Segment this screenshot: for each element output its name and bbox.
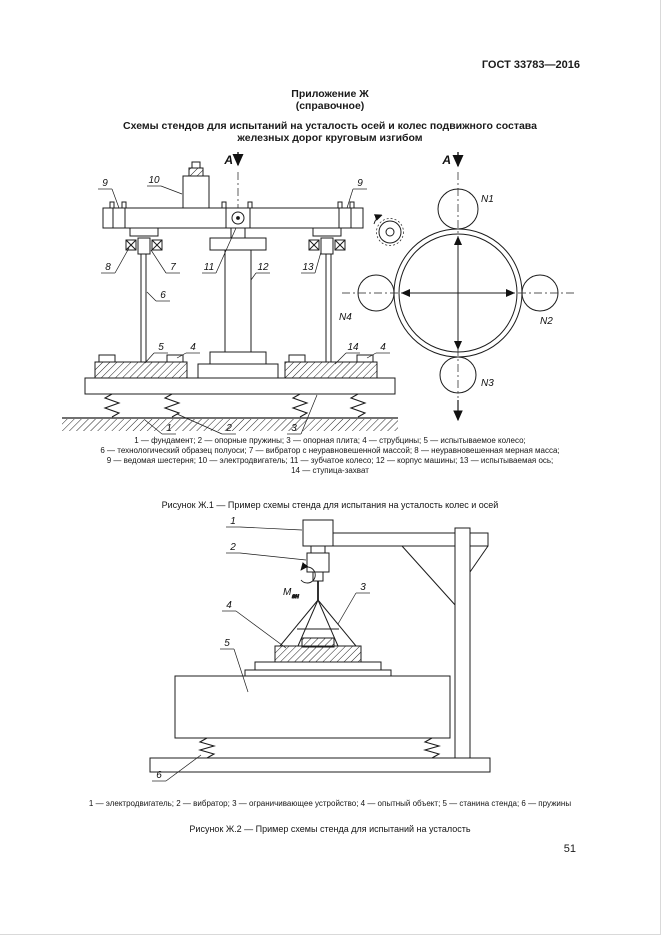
vibrator-assembly-left bbox=[125, 227, 163, 362]
support-plate bbox=[84, 377, 396, 395]
page-number: 51 bbox=[563, 843, 576, 855]
callout-7: 7 bbox=[170, 262, 176, 273]
callout-4-left: 4 bbox=[190, 342, 196, 353]
figure2-caption: Рисунок Ж.2 — Пример схемы стенда для ис… bbox=[189, 824, 471, 834]
callout-1: 1 bbox=[230, 516, 236, 527]
load-roller-n4 bbox=[357, 274, 395, 312]
callout-10: 10 bbox=[148, 175, 160, 186]
view-a-label: А bbox=[441, 153, 451, 167]
figure1-diagram: А bbox=[62, 152, 574, 435]
vibrator-body bbox=[306, 552, 330, 573]
foundation bbox=[62, 417, 398, 431]
legend-line: 9 — ведомая шестерня; 10 — электродвигат… bbox=[106, 456, 554, 465]
callout-2: 2 bbox=[229, 542, 236, 553]
legend-line: 14 — ступица-захват bbox=[291, 466, 369, 475]
torque-arrow bbox=[300, 562, 316, 584]
support-springs bbox=[103, 393, 367, 418]
callout-2: 2 bbox=[225, 423, 232, 434]
electric-motor bbox=[182, 161, 210, 209]
test-object bbox=[274, 637, 362, 663]
appendix-subtitle: (справочное) bbox=[295, 100, 365, 112]
load-roller-n2 bbox=[521, 274, 559, 312]
legend-line: 6 — технологический образец полуоси; 7 —… bbox=[100, 446, 560, 455]
section-a-label: А bbox=[223, 153, 233, 167]
stand-springs bbox=[197, 737, 442, 759]
callout-4: 4 bbox=[226, 600, 232, 611]
callout-9-left: 9 bbox=[102, 178, 108, 189]
wheel-view-a bbox=[342, 152, 574, 422]
figure1-leaders bbox=[98, 185, 390, 435]
motor-body bbox=[302, 519, 334, 547]
test-wheel-right bbox=[284, 354, 378, 379]
load-roller-n1 bbox=[437, 188, 479, 230]
callout-5: 5 bbox=[158, 342, 164, 353]
callout-4-right: 4 bbox=[380, 342, 386, 353]
load-roller-n3 bbox=[439, 356, 477, 394]
appendix-title: Приложение Ж bbox=[291, 88, 369, 100]
callout-3: 3 bbox=[360, 582, 366, 593]
bearing-assembly-right bbox=[308, 227, 346, 362]
motor-vibrator-stack bbox=[302, 519, 334, 600]
callout-3: 3 bbox=[291, 423, 297, 434]
section-title: Схемы стендов для испытаний на усталость… bbox=[0, 120, 660, 144]
callout-5: 5 bbox=[224, 638, 230, 649]
figure1-legend: 1 — фундамент; 2 — опорные пружины; 3 — … bbox=[0, 436, 660, 476]
drive-gear bbox=[373, 214, 404, 246]
callout-8: 8 bbox=[105, 262, 111, 273]
callout-11: 11 bbox=[204, 262, 214, 273]
figure2-diagram: 1 2 3 4 5 6 М вн bbox=[149, 516, 491, 782]
figure2-legend: 1 — электродвигатель; 2 — вибратор; 3 — … bbox=[88, 799, 572, 808]
callout-6: 6 bbox=[156, 770, 162, 781]
label-n4: N4 bbox=[339, 312, 352, 323]
limiting-device bbox=[279, 599, 357, 647]
legend-line: 1 — фундамент; 2 — опорные пружины; 3 — … bbox=[134, 436, 526, 445]
doc-code: ГОСТ 33783—2016 bbox=[481, 59, 580, 71]
section-title-line2: железных дорог круговым изгибом bbox=[237, 132, 423, 144]
label-n2: N2 bbox=[540, 316, 553, 327]
machine-column bbox=[197, 227, 279, 379]
appendix-heading: Приложение Ж (справочное) bbox=[0, 88, 660, 112]
figure1-caption: Рисунок Ж.1 — Пример схемы стенда для ис… bbox=[161, 500, 499, 510]
callout-14: 14 bbox=[347, 342, 359, 353]
figure2-leaders bbox=[152, 526, 370, 782]
stand-frame bbox=[149, 527, 491, 773]
torque-label: М вн bbox=[283, 582, 299, 600]
callout-12: 12 bbox=[257, 262, 269, 273]
callout-13: 13 bbox=[302, 262, 314, 273]
label-n3: N3 bbox=[481, 378, 494, 389]
callout-6: 6 bbox=[160, 290, 166, 301]
label-n1: N1 bbox=[481, 194, 494, 205]
callout-9-right: 9 bbox=[357, 178, 363, 189]
stand-bed bbox=[174, 661, 451, 739]
gear-wheel bbox=[231, 211, 245, 225]
section-title-line1: Схемы стендов для испытаний на усталость… bbox=[123, 120, 537, 132]
callout-1: 1 bbox=[166, 423, 172, 434]
